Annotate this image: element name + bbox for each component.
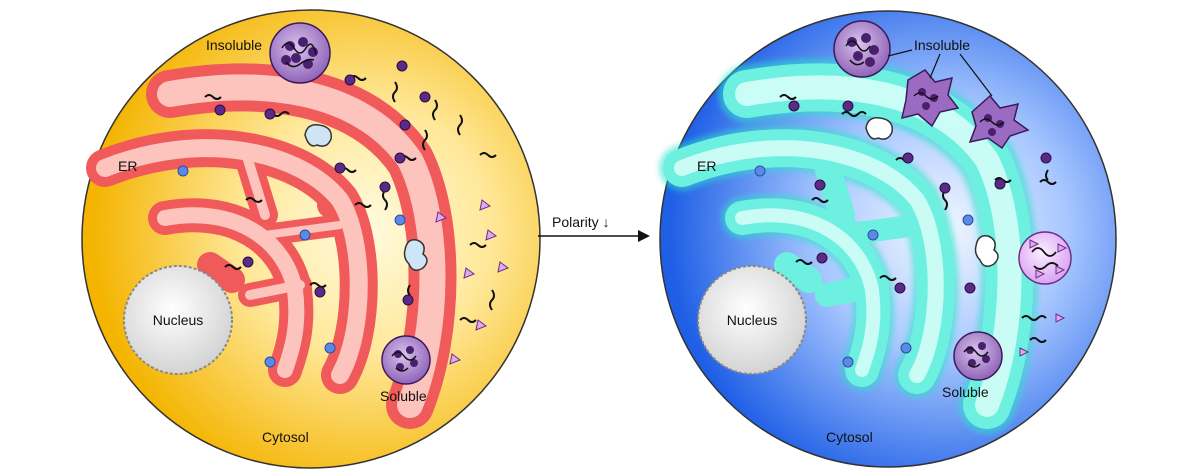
- right-insoluble-aggregate: [833, 20, 891, 78]
- right-soluble-label: Soluble: [942, 384, 989, 400]
- right-insoluble-star-1: [901, 69, 960, 128]
- right-er-network: [659, 58, 1039, 434]
- left-insoluble-label: Insoluble: [206, 37, 262, 53]
- right-chaperones: [865, 116, 999, 267]
- right-insoluble-leaders: [887, 49, 993, 97]
- left-cell: Nucleus Insoluble Soluble ER Cytosol: [81, 9, 541, 469]
- left-proteins: [204, 75, 497, 323]
- right-protein-heads: [788, 100, 1052, 294]
- left-soluble-aggregate: [381, 335, 431, 385]
- right-pink-aggregate: [1018, 231, 1072, 285]
- right-cytosol-label: Cytosol: [826, 429, 873, 445]
- left-nucleus-label: Nucleus: [153, 312, 204, 328]
- right-insoluble-label: Insoluble: [914, 37, 970, 53]
- left-cytosol-label: Cytosol: [262, 429, 309, 445]
- right-soluble-aggregate: [953, 331, 1003, 381]
- left-protein-heads: [214, 60, 431, 306]
- left-insoluble-aggregate: [269, 22, 331, 84]
- right-nucleus-label: Nucleus: [727, 312, 778, 328]
- right-nucleus: [697, 265, 807, 375]
- right-misfolded-triangles: [1019, 313, 1066, 357]
- right-cell: Nucleus Insoluble: [659, 10, 1117, 468]
- left-chaperones: [304, 123, 428, 271]
- left-er-label: ER: [118, 158, 137, 174]
- right-proteins: [779, 94, 1057, 343]
- left-soluble-label: Soluble: [380, 388, 427, 404]
- right-er-dots: [754, 165, 974, 368]
- polarity-label: Polarity ↓: [552, 214, 610, 230]
- left-nucleus: [123, 265, 233, 375]
- left-misfolded-triangles: [435, 199, 510, 365]
- left-er-network: [86, 63, 457, 429]
- right-er-label: ER: [697, 158, 716, 174]
- right-insoluble-star-2: [968, 94, 1030, 150]
- polarity-arrow: [538, 230, 650, 242]
- left-er-dots: [177, 165, 406, 368]
